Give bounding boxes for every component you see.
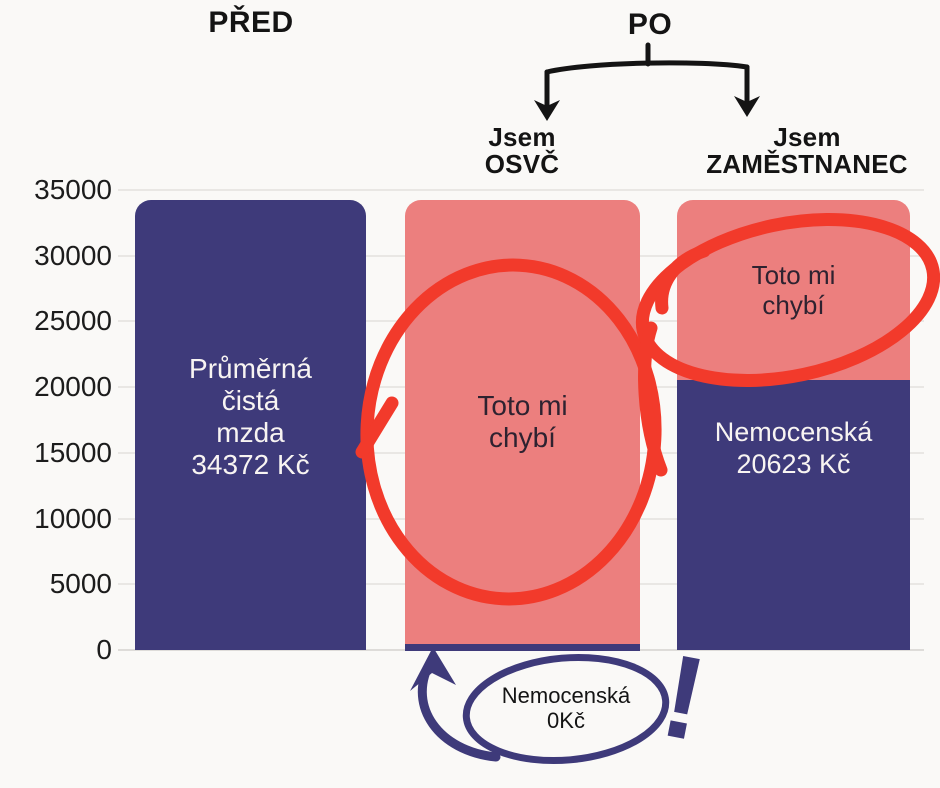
- bar-osvc-missing-label: Toto mi chybí: [477, 390, 568, 453]
- before-title: PŘED: [208, 6, 294, 39]
- bar-osvc-missing: Toto mi chybí: [405, 200, 640, 644]
- employee-header: Jsem ZAMĚSTNANEC: [706, 122, 908, 179]
- after-title: PO: [627, 8, 673, 41]
- bar-osvc-sick-pay-strip: [405, 644, 640, 651]
- down-arrowhead-icon: [534, 100, 560, 121]
- gridline-35000: [118, 189, 924, 191]
- y-axis-tick: 5000: [49, 568, 112, 599]
- y-axis-tick: 30000: [34, 240, 112, 271]
- y-axis-tick: 10000: [34, 503, 112, 534]
- po-bracket-arrows: [534, 42, 760, 121]
- red-circle-arrow-barb: [355, 396, 399, 459]
- bar-employee-sick-pay-label: Nemocenská 20623 Kč: [714, 417, 873, 479]
- bracket-cross-line: [544, 60, 750, 75]
- y-axis-tick: 20000: [34, 371, 112, 402]
- exclamation-mark: !: [651, 629, 716, 767]
- bar-before-label: Průměrná čistá mzda 34372 Kč: [189, 353, 312, 480]
- y-axis-tick: 25000: [34, 305, 112, 336]
- bar-employee-sick-pay: Nemocenská 20623 Kč: [677, 380, 910, 650]
- osvc-sick-pay-note: Nemocenská 0Kč: [501, 683, 631, 733]
- osvc-header: Jsem OSVČ: [484, 122, 560, 179]
- up-arrowhead-icon: [410, 647, 456, 691]
- down-arrowhead-icon: [734, 96, 760, 117]
- bar-before-net-wage: Průměrná čistá mzda 34372 Kč: [135, 200, 366, 650]
- y-axis-tick: 15000: [34, 437, 112, 468]
- y-axis-tick: 35000: [34, 174, 112, 205]
- y-axis-tick: 0: [96, 634, 112, 665]
- red-circle-tail: [638, 321, 668, 477]
